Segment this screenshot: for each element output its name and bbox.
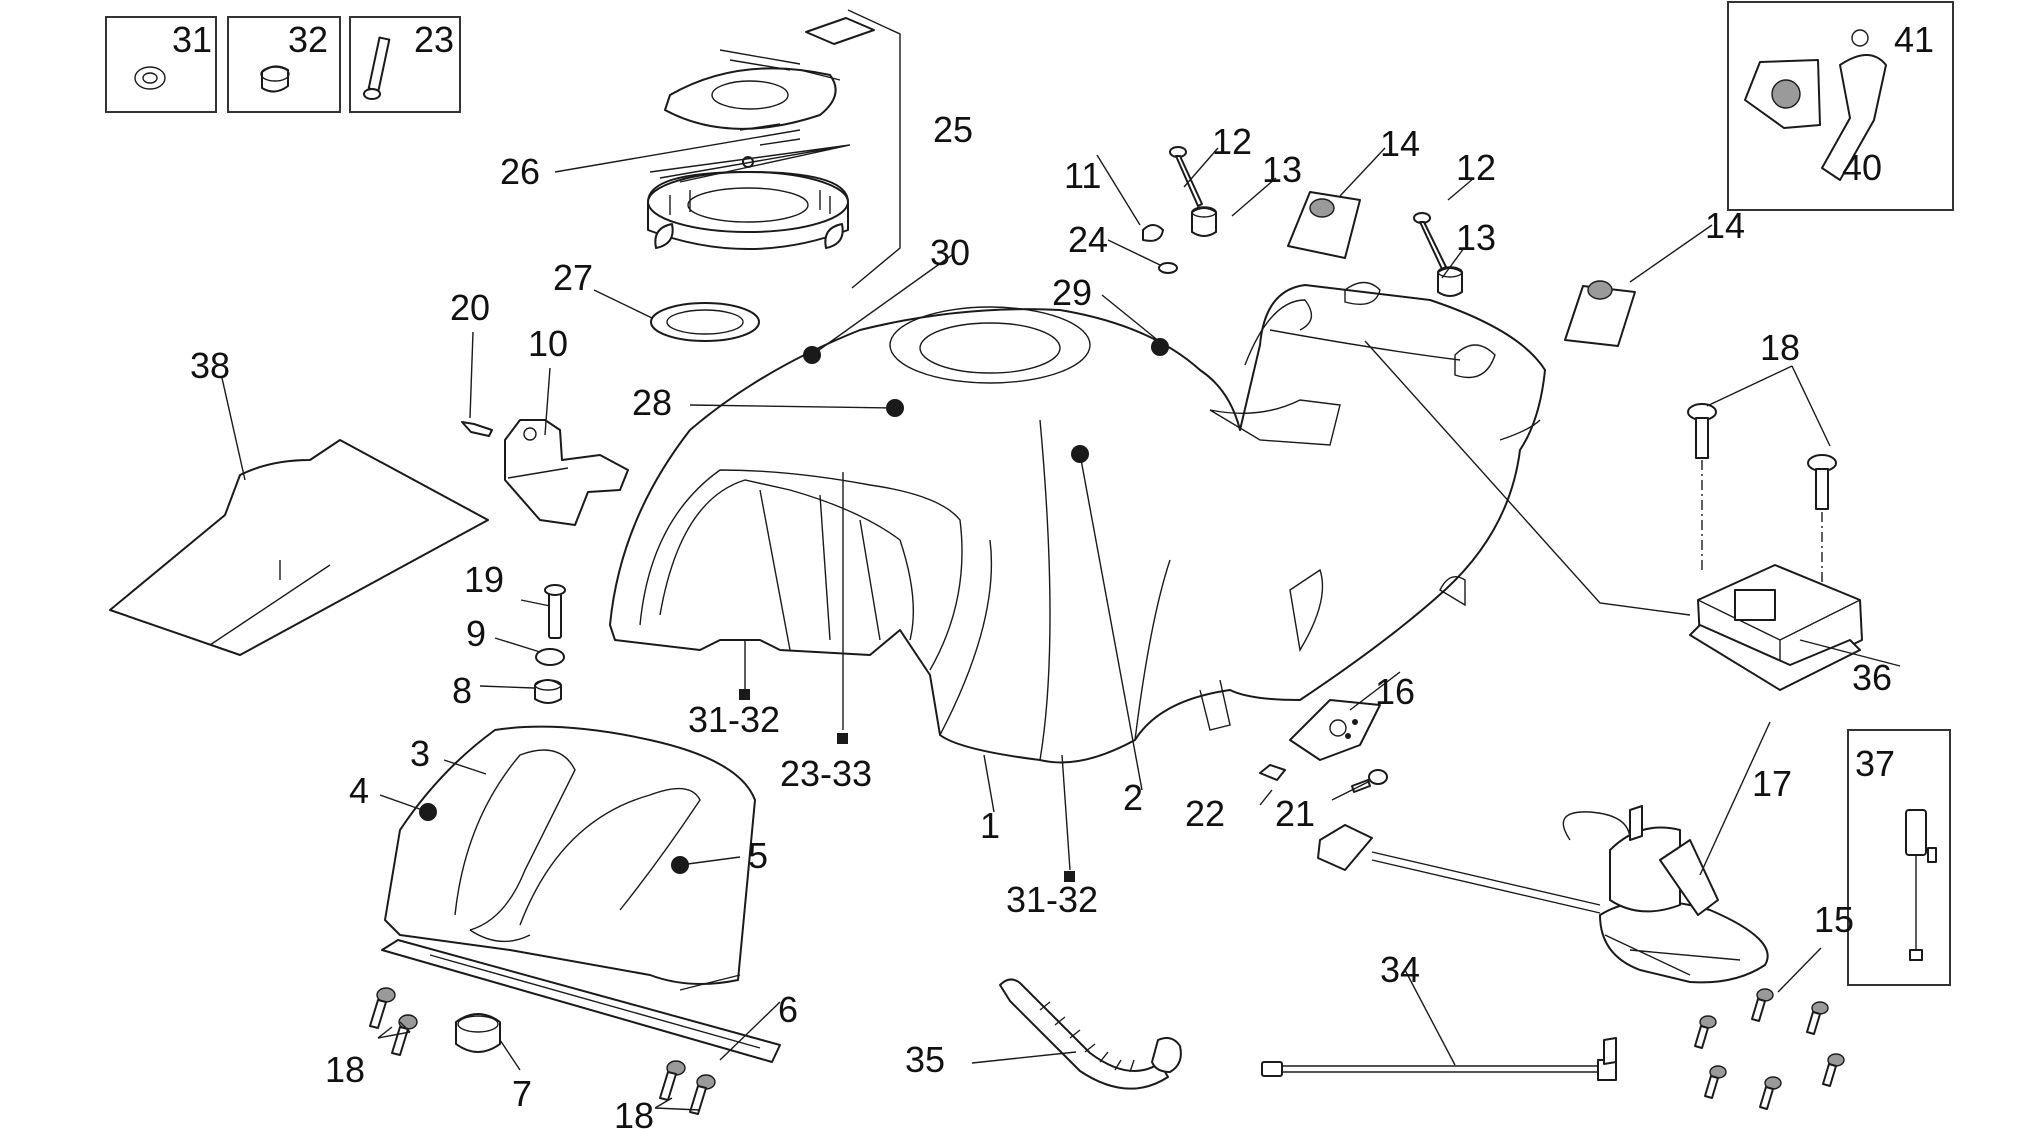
inset-box-32 (227, 16, 341, 113)
inset-box-37 (1847, 729, 1951, 986)
label-8: 8 (452, 670, 472, 711)
label-32: 32 (288, 19, 328, 60)
inset-box-31 (105, 16, 217, 113)
hose-34 (1261, 1037, 1617, 1081)
label-27: 27 (553, 257, 593, 298)
label-13-second: 13 (1456, 217, 1496, 258)
label-35: 35 (905, 1039, 945, 1080)
label-18: 18 (1760, 327, 1800, 368)
label-40: 40 (1842, 147, 1882, 188)
label-18-bottom: 18 (614, 1095, 654, 1129)
label-9: 9 (466, 613, 486, 654)
fuel-pump (1317, 805, 1769, 984)
screws-18-mid (659, 1060, 716, 1115)
fuel-cap-assembly (647, 9, 901, 342)
label-5: 5 (748, 835, 768, 876)
inset-box-23 (349, 16, 461, 113)
label-17: 17 (1752, 763, 1792, 804)
label-10: 10 (528, 323, 568, 364)
label-41: 41 (1894, 19, 1934, 60)
label-23: 23 (414, 19, 454, 60)
label-37: 37 (1855, 743, 1895, 784)
label-2: 2 (1123, 777, 1143, 818)
screws-18-left (369, 987, 418, 1056)
label-3: 3 (410, 733, 430, 774)
label-34: 34 (1380, 949, 1420, 990)
label-24: 24 (1068, 219, 1108, 260)
label-28: 28 (632, 382, 672, 423)
plate-16 (1259, 699, 1388, 793)
part-number-labels: 31 32 23 41 40 25 26 27 30 29 28 11 12 1… (172, 19, 1934, 1129)
label-14: 14 (1380, 123, 1420, 164)
label-23-33: 23-33 (780, 753, 872, 794)
ecu-36 (1687, 403, 1863, 691)
label-26: 26 (500, 151, 540, 192)
label-25: 25 (933, 109, 973, 150)
label-18-left: 18 (325, 1049, 365, 1090)
label-4: 4 (349, 770, 369, 811)
label-31-32: 31-32 (688, 699, 780, 740)
label-16: 16 (1375, 671, 1415, 712)
label-6: 6 (778, 989, 798, 1030)
tank-cover-front (384, 725, 756, 991)
label-15: 15 (1814, 899, 1854, 940)
label-7: 7 (512, 1073, 532, 1114)
label-29: 29 (1052, 272, 1092, 313)
label-38: 38 (190, 345, 230, 386)
mount-rail (381, 939, 781, 1063)
screws-15 (1694, 988, 1845, 1110)
bolts-19-9-8 (534, 584, 566, 704)
fuel-tank (609, 281, 1546, 764)
label-1: 1 (980, 805, 1000, 846)
label-21: 21 (1275, 793, 1315, 834)
label-11: 11 (1064, 155, 1101, 196)
tank-fasteners-top (1142, 146, 1636, 347)
label-14-second: 14 (1705, 205, 1745, 246)
label-12: 12 (1212, 121, 1252, 162)
label-20: 20 (450, 287, 490, 328)
inset-box-40-41 (1727, 1, 1954, 211)
bracket-10 (461, 419, 629, 526)
breather-hose-35 (999, 978, 1182, 1090)
foam-pad (109, 439, 489, 656)
label-13: 13 (1262, 149, 1302, 190)
label-19: 19 (464, 559, 504, 600)
reference-markers (419, 338, 1169, 882)
grommet-7 (455, 1013, 501, 1053)
label-31-32-second: 31-32 (1006, 879, 1098, 920)
label-36: 36 (1852, 657, 1892, 698)
label-12-second: 12 (1456, 147, 1496, 188)
label-22: 22 (1185, 793, 1225, 834)
label-30: 30 (930, 232, 970, 273)
label-31: 31 (172, 19, 212, 60)
